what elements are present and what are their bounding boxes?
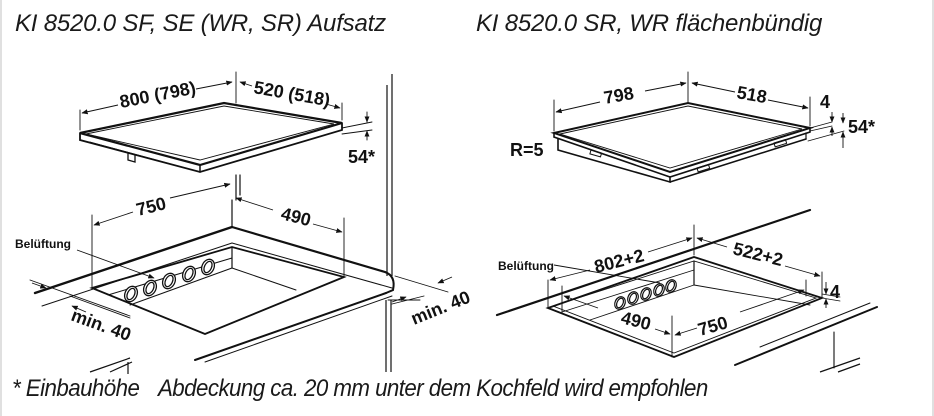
right-border: [932, 0, 934, 416]
countertop-left: [29, 199, 449, 363]
glass-thickness-label: 4: [820, 92, 830, 112]
dim-arrow: [549, 269, 591, 282]
installation-height-note: * Einbauhöhe: [12, 375, 140, 402]
hob-right: [550, 71, 845, 184]
countertop-right: [495, 208, 878, 369]
dim-arrow: [674, 327, 698, 336]
ventilation-pointer: [76, 249, 155, 279]
dim-arrow: [71, 305, 87, 313]
ventilation-holes-right: [614, 279, 677, 310]
dim-arrow: [767, 99, 809, 110]
dim-arrow: [235, 197, 274, 211]
cabinet-right: [819, 357, 861, 373]
inner-cutout-width-label: 750: [696, 312, 730, 340]
dim-arrow: [437, 276, 453, 284]
hob-height-label-right: 54*: [848, 117, 875, 137]
inner-cutout-depth-label: 490: [619, 307, 653, 334]
hob-left: [79, 71, 373, 201]
ventilation-holes-left: [123, 258, 216, 303]
dim-arrow: [654, 328, 671, 335]
dim-arrow: [647, 237, 693, 253]
cabinet-left: [89, 357, 133, 374]
dim-arrow: [644, 81, 687, 92]
hob-depth-label-right: 518: [735, 82, 768, 107]
hob-width-label-right: 798: [602, 83, 635, 108]
dim-arrow: [325, 103, 341, 109]
dim-arrow: [784, 265, 821, 277]
ventilation-pointer: [553, 264, 661, 284]
dim-arrow: [555, 101, 601, 114]
cover-recommendation-note: Abdeckung ca. 20 mm unter dem Kochfeld w…: [157, 375, 708, 402]
outer-cutout-depth-label: 522+2: [731, 238, 785, 270]
hob-height-label: 54*: [348, 147, 375, 167]
dim-arrow: [739, 289, 805, 313]
dim-arrow: [696, 237, 728, 248]
dim-arrow: [31, 282, 47, 289]
dim-arrow: [563, 295, 599, 309]
dim-arrow: [391, 296, 407, 303]
dim-arrow: [93, 211, 134, 226]
dim-arrow: [195, 80, 233, 90]
dim-arrow: [81, 104, 119, 115]
wall-lines: [385, 74, 393, 372]
dim-arrow: [691, 81, 736, 93]
title-surface-mounted: KI 8520.0 SF, SE (WR, SR) Aufsatz: [15, 10, 386, 37]
dim-arrow: [312, 223, 343, 233]
title-flush-mounted: KI 8520.0 SR, WR flächenbündig: [476, 10, 823, 37]
dim-arrow: [169, 182, 231, 199]
ventilation-label-right: Belüftung: [498, 259, 554, 273]
left-border: [0, 0, 2, 416]
footnote: * Einbauhöhe Abdeckung ca. 20 mm unter de…: [12, 375, 708, 403]
radius-label: R=5: [510, 140, 544, 160]
dim-arrow: [239, 81, 253, 87]
ventilation-label-left: Belüftung: [15, 237, 71, 251]
rebate-depth-label: 4: [830, 282, 840, 302]
outer-cutout-width-label: 802+2: [592, 245, 646, 277]
